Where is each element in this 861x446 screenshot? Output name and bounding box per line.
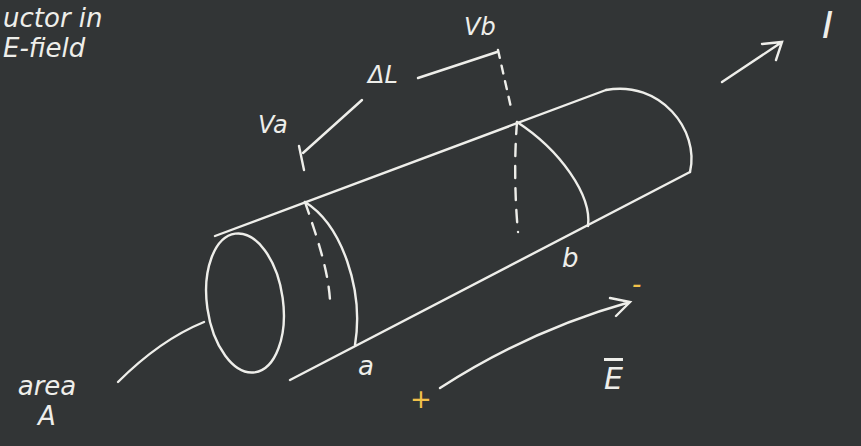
length-label: ΔL: [368, 62, 398, 90]
polarity-sign: +: [410, 385, 432, 415]
area-label: area A: [12, 372, 82, 432]
current-label: I: [822, 4, 833, 48]
cylinder-conductor: [118, 42, 782, 388]
bottom-edge: [290, 172, 690, 380]
point-label: b: [562, 244, 579, 274]
point-label: a: [358, 352, 374, 382]
dimension-line: [303, 100, 362, 153]
section-a: [305, 202, 357, 345]
tick-a: [299, 146, 304, 170]
title: uctor in E-field: [3, 4, 128, 64]
leader-line: [118, 322, 204, 382]
field-label: E: [604, 362, 623, 397]
polarity-sign: -: [632, 270, 641, 300]
section-b: [517, 122, 588, 226]
potential-label: Vb: [464, 14, 496, 42]
top-edge: [215, 90, 606, 236]
dimension-line: [418, 52, 497, 78]
section-a-hidden: [305, 202, 330, 300]
end-cap: [198, 228, 293, 377]
tick-b: [498, 50, 512, 112]
potential-label: Va: [258, 112, 288, 140]
section-b-hidden: [515, 122, 518, 232]
current-arrow: [722, 42, 782, 82]
field-arrow: [440, 298, 630, 388]
far-cap: [606, 89, 692, 172]
